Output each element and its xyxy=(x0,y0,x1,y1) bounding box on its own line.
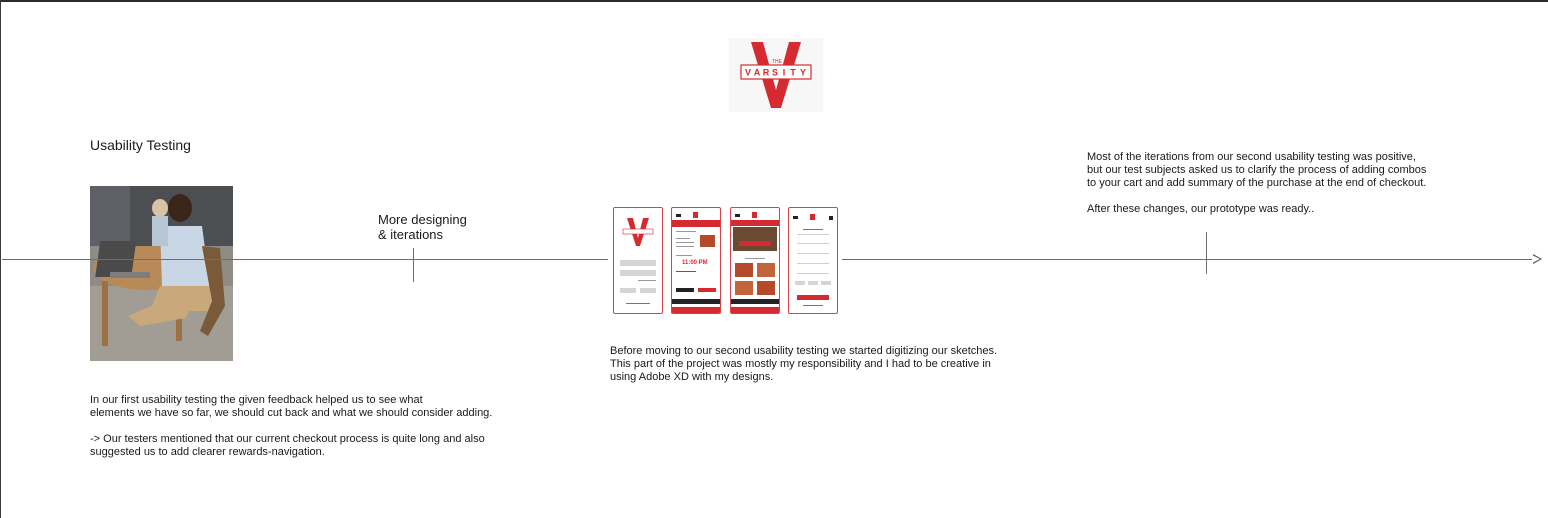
canvas-top-border xyxy=(0,0,1548,2)
screen-login xyxy=(613,207,663,314)
iterations-label: More designing & iterations xyxy=(378,212,467,242)
svg-text:A: A xyxy=(754,68,761,78)
timeline-tick-final xyxy=(1206,232,1207,274)
canvas-left-border xyxy=(0,0,1,518)
svg-text:THE: THE xyxy=(772,59,783,65)
section-title: Usability Testing xyxy=(90,137,191,153)
final-caption: Most of the iterations from our second u… xyxy=(1087,151,1427,215)
svg-text:V: V xyxy=(745,68,751,78)
svg-text:Y: Y xyxy=(800,68,806,78)
svg-text:R: R xyxy=(763,68,770,78)
screen-order-time: 11:00 PM xyxy=(671,207,721,314)
timeline-tick-iterations xyxy=(413,248,414,282)
screen-logo-icon xyxy=(622,218,654,246)
timeline-arrow-icon xyxy=(1532,254,1542,264)
usability-test-photo xyxy=(90,186,233,361)
screen-account-form xyxy=(788,207,838,314)
svg-text:I: I xyxy=(783,68,786,78)
timeline-line-left xyxy=(2,259,608,260)
timeline-line-right xyxy=(842,259,1540,260)
first-testing-caption: In our first usability testing the given… xyxy=(90,394,493,458)
screen-menu xyxy=(730,207,780,314)
screen-time-display: 11:00 PM xyxy=(682,260,708,266)
digitizing-caption: Before moving to our second usability te… xyxy=(610,345,998,383)
svg-text:S: S xyxy=(772,68,778,78)
svg-text:T: T xyxy=(790,68,796,78)
